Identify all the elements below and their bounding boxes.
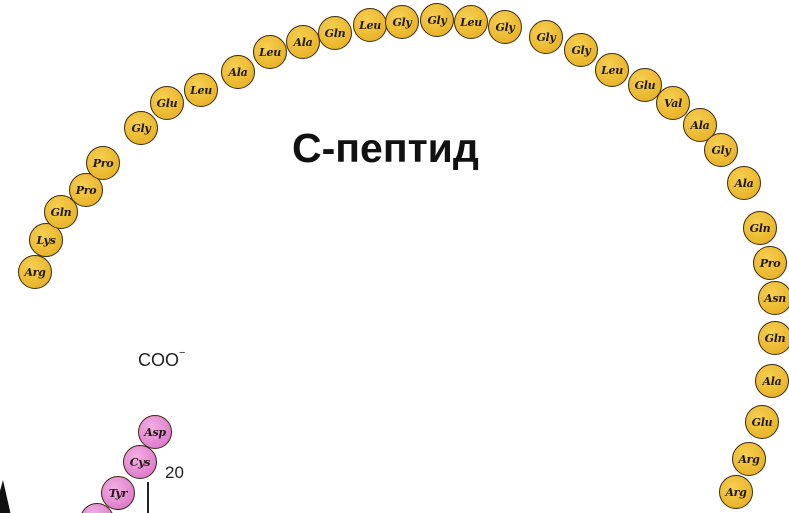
amino-acid-residue: Gln	[318, 16, 352, 50]
amino-acid-residue: Leu	[184, 73, 218, 107]
amino-acid-residue: Arg	[719, 475, 753, 509]
amino-acid-residue: Gly	[488, 10, 522, 44]
amino-acid-residue: Ala	[286, 25, 320, 59]
amino-acid-residue: Leu	[595, 53, 629, 87]
amino-acid-residue: Gln	[758, 321, 789, 355]
amino-acid-residue: Pro	[86, 146, 120, 180]
amino-acid-residue: Glu	[745, 405, 779, 439]
amino-acid-residue: Cys	[123, 445, 157, 479]
amino-acid-residue: Ala	[755, 364, 789, 398]
amino-acid-residue: Ala	[727, 166, 761, 200]
amino-acid-residue: Glu	[150, 86, 184, 120]
amino-acid-residue: Gly	[420, 3, 454, 37]
carboxyl-charge: −	[179, 347, 185, 359]
c-peptide-title: C-пептид	[292, 125, 479, 172]
amino-acid-residue: Leu	[253, 35, 287, 69]
amino-acid-residue: Gly	[385, 5, 419, 39]
chain-letter-a-mark	[0, 480, 12, 513]
amino-acid-residue: Arg	[732, 442, 766, 476]
amino-acid-residue: Asn	[758, 281, 789, 315]
amino-acid-residue: Ala	[221, 55, 255, 89]
residue-number-label: 20	[165, 463, 184, 483]
disulfide-bond-line	[147, 482, 149, 513]
amino-acid-residue: Gly	[704, 133, 738, 167]
carboxyl-terminus-label: COO−	[138, 350, 185, 371]
amino-acid-residue: Gly	[529, 20, 563, 54]
amino-acid-residue: Leu	[454, 5, 488, 39]
amino-acid-residue: Gly	[564, 33, 598, 67]
carboxyl-group: COO	[138, 350, 179, 370]
amino-acid-residue: Asp	[138, 415, 172, 449]
amino-acid-residue: Pro	[753, 246, 787, 280]
amino-acid-residue: Gly	[124, 111, 158, 145]
amino-acid-residue: Leu	[353, 8, 387, 42]
amino-acid-residue: Arg	[18, 255, 52, 289]
amino-acid-residue: Gln	[743, 211, 777, 245]
